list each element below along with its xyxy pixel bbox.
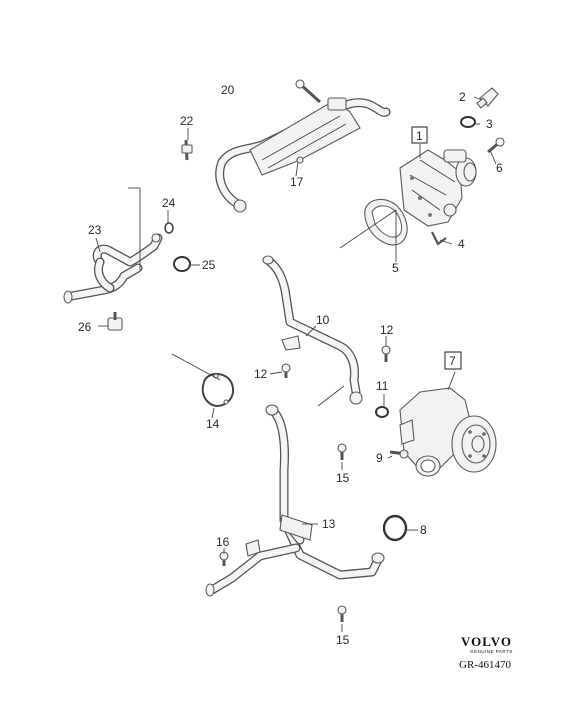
callout-17: 17 (290, 175, 304, 189)
callout-13: 13 (322, 517, 336, 531)
callout-16: 16 (216, 535, 230, 549)
brand-logo-subtext: GENUINE PARTS (470, 649, 513, 654)
callout-12-lower: 12 (254, 367, 268, 381)
o-ring-24 (164, 222, 174, 234)
brand-block: VOLVO GENUINE PARTS GR-461470 (459, 634, 513, 671)
diagram-reference: GR-461470 (459, 659, 511, 671)
callout-5: 5 (392, 261, 399, 275)
bolt-12-lower (281, 363, 291, 378)
callout-25: 25 (202, 258, 216, 272)
water-pump-7 (399, 387, 497, 477)
bolt-9 (389, 449, 409, 459)
callout-4: 4 (458, 237, 465, 251)
o-ring-11 (375, 406, 389, 418)
callout-22: 22 (180, 114, 194, 128)
bolt-12-upper (381, 345, 391, 362)
callout-labels: 20 2 3 22 6 17 24 23 4 25 5 10 26 12 12 … (78, 83, 503, 647)
gasket-8 (382, 514, 408, 542)
bolt-26 (107, 312, 123, 331)
thermostat-housing-1 (399, 149, 477, 227)
callout-24: 24 (162, 196, 176, 210)
bolt-15-upper (337, 443, 347, 460)
gasket-5 (364, 198, 408, 246)
sensor-2 (476, 87, 499, 109)
callout-box-7: 7 (444, 351, 462, 370)
bolt-20 (295, 79, 322, 104)
callout-23: 23 (88, 223, 102, 237)
clip-4 (431, 231, 447, 246)
bolt-15-lower (337, 605, 347, 622)
callout-10: 10 (316, 313, 330, 327)
callout-8: 8 (420, 523, 427, 537)
bolt-16 (219, 551, 229, 566)
callout-14: 14 (206, 417, 220, 431)
callout-11: 11 (376, 379, 389, 393)
bolt-22 (181, 139, 193, 161)
hose-assembly-17 (215, 97, 391, 213)
callout-15-upper: 15 (336, 471, 350, 485)
callout-15-lower: 15 (336, 633, 350, 647)
pipe-23 (63, 233, 163, 304)
svg-text:7: 7 (449, 354, 456, 368)
callout-12-upper: 12 (380, 323, 394, 337)
o-ring-25 (173, 256, 191, 272)
callout-2: 2 (459, 90, 466, 104)
brand-logo: VOLVO (461, 634, 512, 649)
o-ring-3 (460, 116, 476, 128)
callout-box-1: 1 (411, 126, 428, 144)
callout-20: 20 (221, 83, 235, 97)
svg-text:1: 1 (416, 129, 423, 143)
leader-lines (95, 96, 497, 632)
pipe-13 (205, 404, 385, 597)
pipe-10 (262, 255, 363, 405)
callout-6: 6 (496, 161, 503, 175)
callout-9: 9 (376, 451, 383, 465)
callout-3: 3 (486, 117, 493, 131)
callout-26: 26 (78, 320, 92, 334)
